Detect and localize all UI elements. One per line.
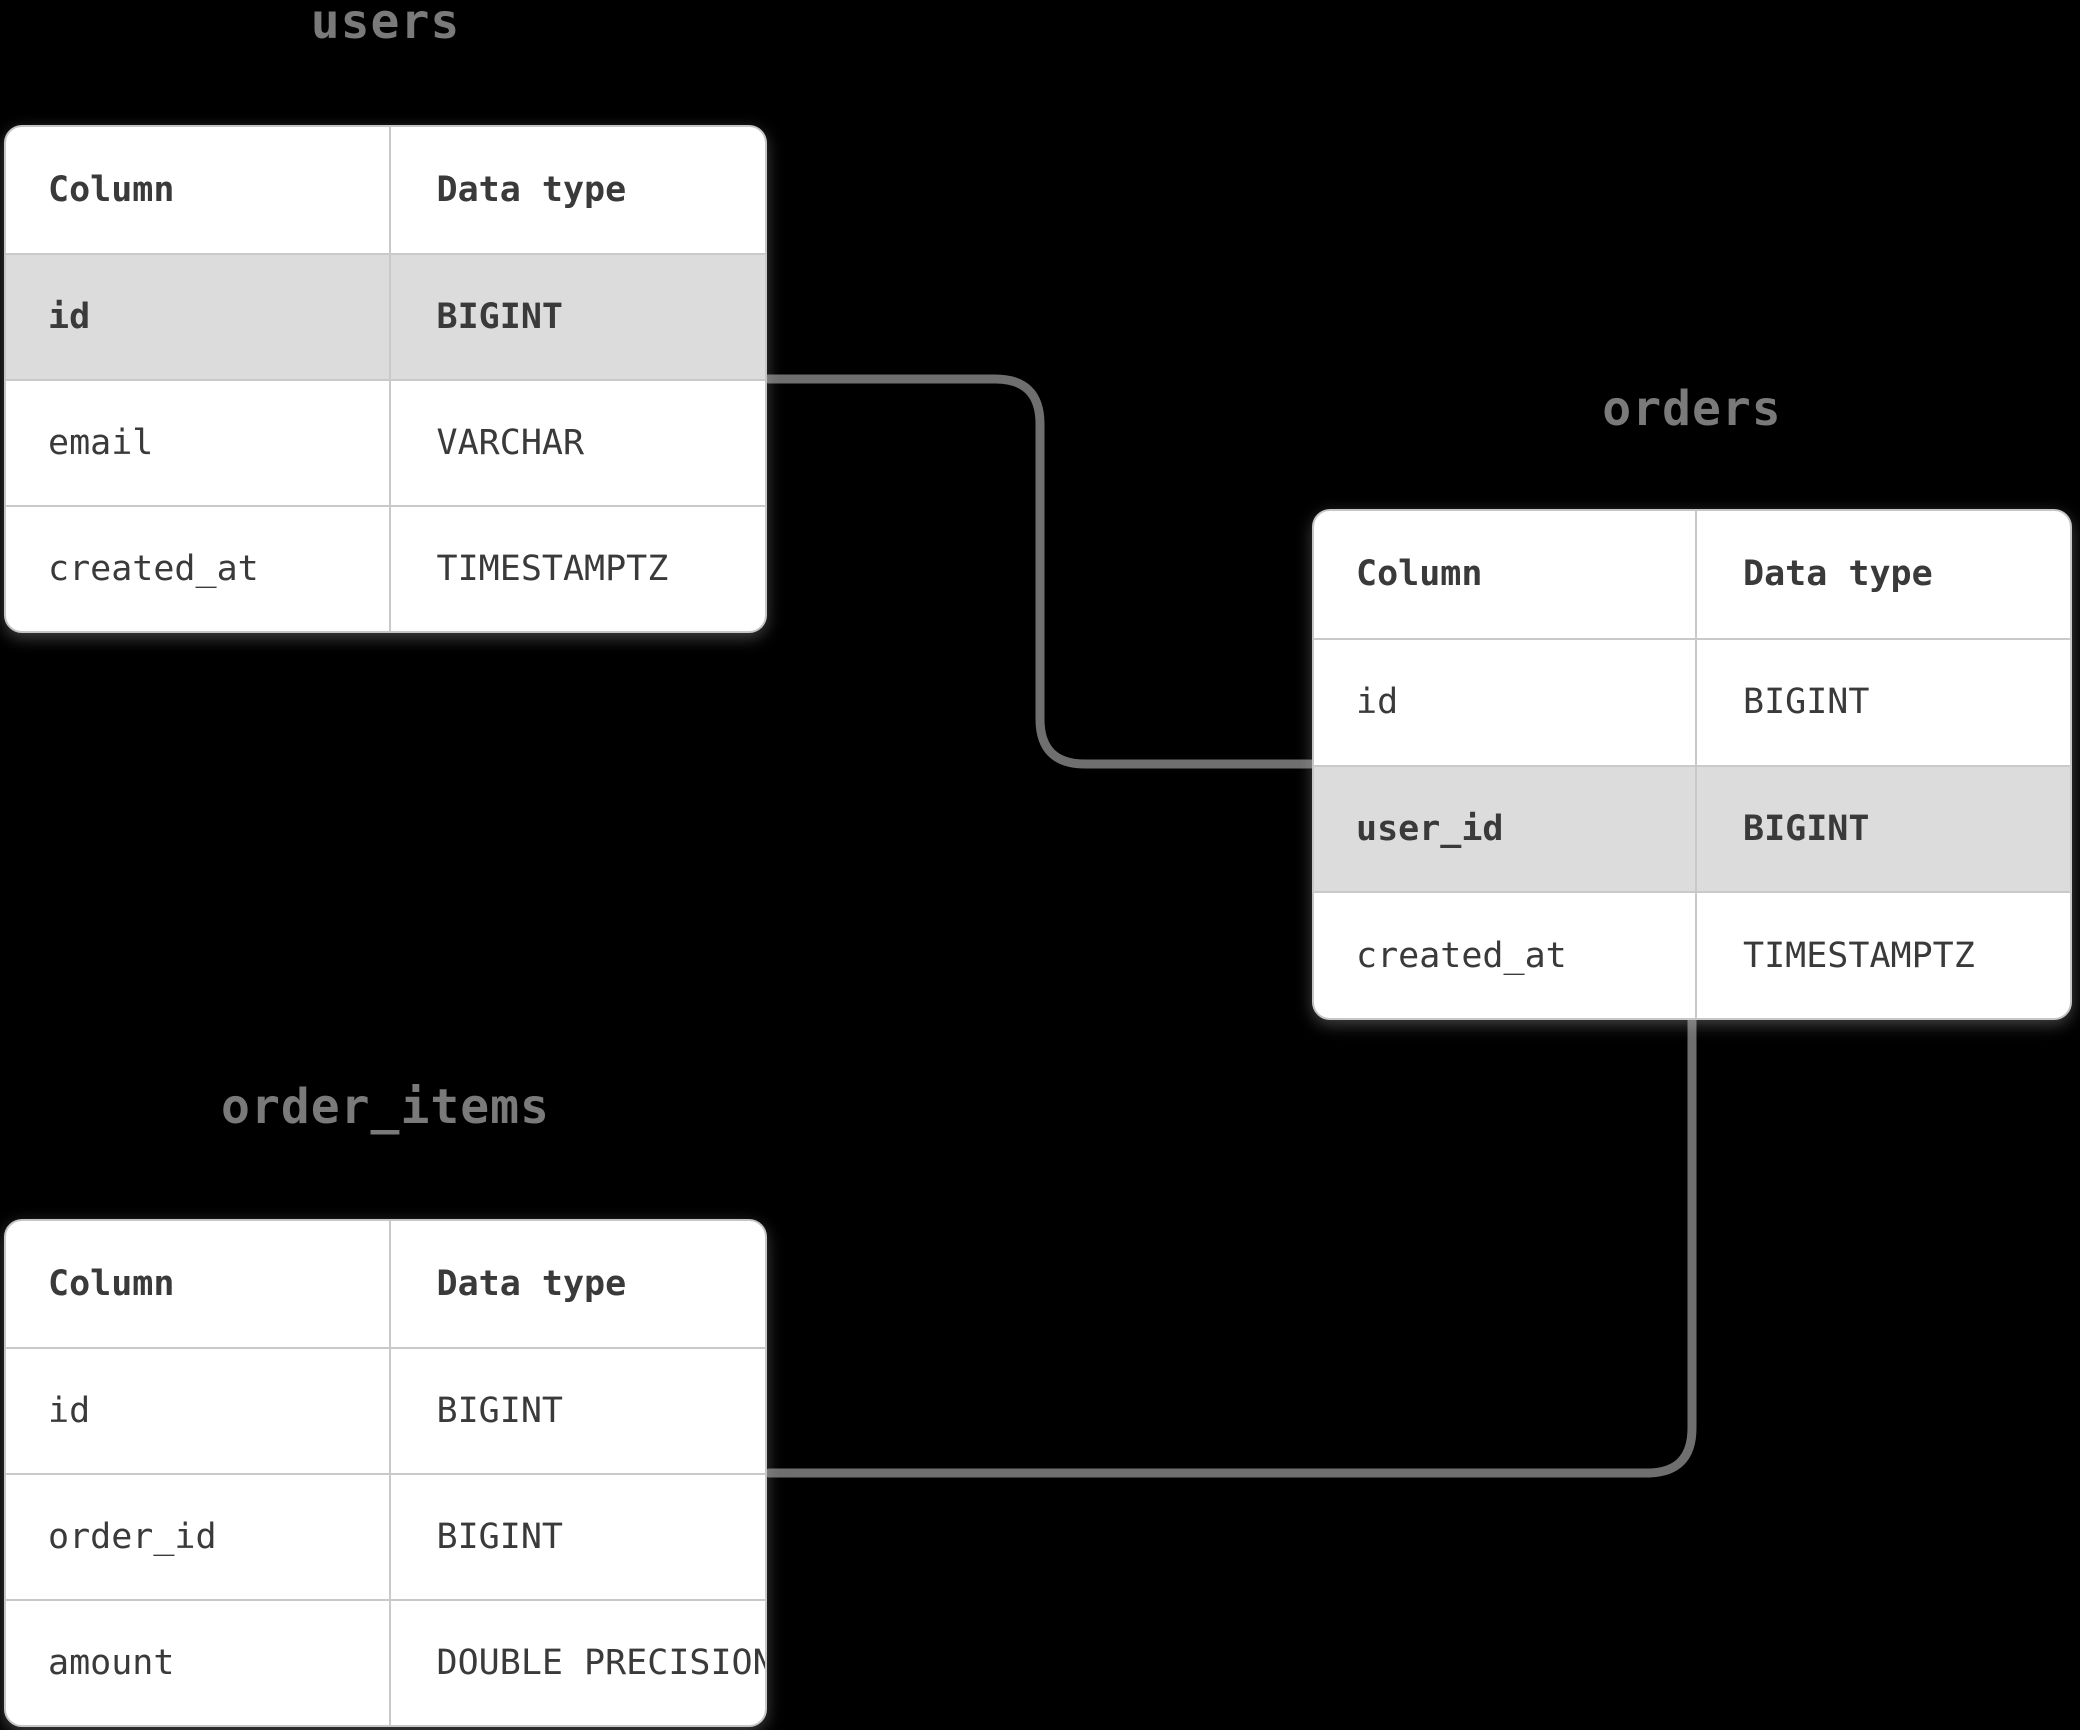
table-row-order-items-order-id: order_id BIGINT [6,1473,765,1599]
column-name: created_at [1356,935,1567,976]
header-column: Column [1356,554,1483,595]
header-column: Column [48,170,175,210]
table-title-orders: orders [1602,381,1782,437]
column-type: VARCHAR [388,381,765,505]
header-data-type: Data type [388,1221,765,1347]
column-name: user_id [1356,808,1504,849]
header-data-type: Data type [388,127,765,253]
table-orders[interactable]: Column Data type id BIGINT user_id BIGIN… [1312,509,2072,1020]
table-row-orders-user-id: user_id BIGINT [1314,764,2070,892]
table-row-order-items-amount: amount DOUBLE PRECISION [6,1599,765,1725]
table-order-items[interactable]: Column Data type id BIGINT order_id BIGI… [4,1219,767,1727]
header-column: Column [48,1264,175,1304]
header-data-type: Data type [1695,511,2070,638]
table-users[interactable]: Column Data type id BIGINT email VARCHAR… [4,125,767,633]
column-name: email [48,423,154,463]
column-type: BIGINT [388,1349,765,1473]
table-row-users-id: id BIGINT [6,253,765,379]
table-header-row: Column Data type [6,127,765,253]
column-name: id [1356,682,1399,723]
column-type: BIGINT [1695,639,2070,765]
column-type: TIMESTAMPTZ [1695,893,2070,1018]
column-name: amount [48,1643,175,1683]
table-row-users-email: email VARCHAR [6,379,765,505]
table-row-orders-created-at: created_at TIMESTAMPTZ [1314,891,2070,1018]
table-header-row: Column Data type [6,1221,765,1347]
column-type: TIMESTAMPTZ [388,507,765,631]
column-type: BIGINT [1695,766,2070,892]
column-name: created_at [48,549,259,589]
column-name: id [48,1391,91,1431]
column-type: BIGINT [388,255,765,379]
column-name: order_id [48,1517,217,1557]
connector-orders-id-to-order-items-order-id [764,1015,1697,1478]
table-header-row: Column Data type [1314,511,2070,638]
table-title-users: users [310,0,461,50]
table-row-users-created-at: created_at TIMESTAMPTZ [6,505,765,631]
table-row-orders-id: id BIGINT [1314,637,2070,765]
table-title-order-items: order_items [221,1079,550,1135]
table-row-order-items-id: id BIGINT [6,1347,765,1473]
column-type: BIGINT [388,1475,765,1599]
column-name: id [48,297,91,337]
connector-users-id-to-orders-user-id [763,374,1316,769]
column-type: DOUBLE PRECISION [388,1601,765,1725]
